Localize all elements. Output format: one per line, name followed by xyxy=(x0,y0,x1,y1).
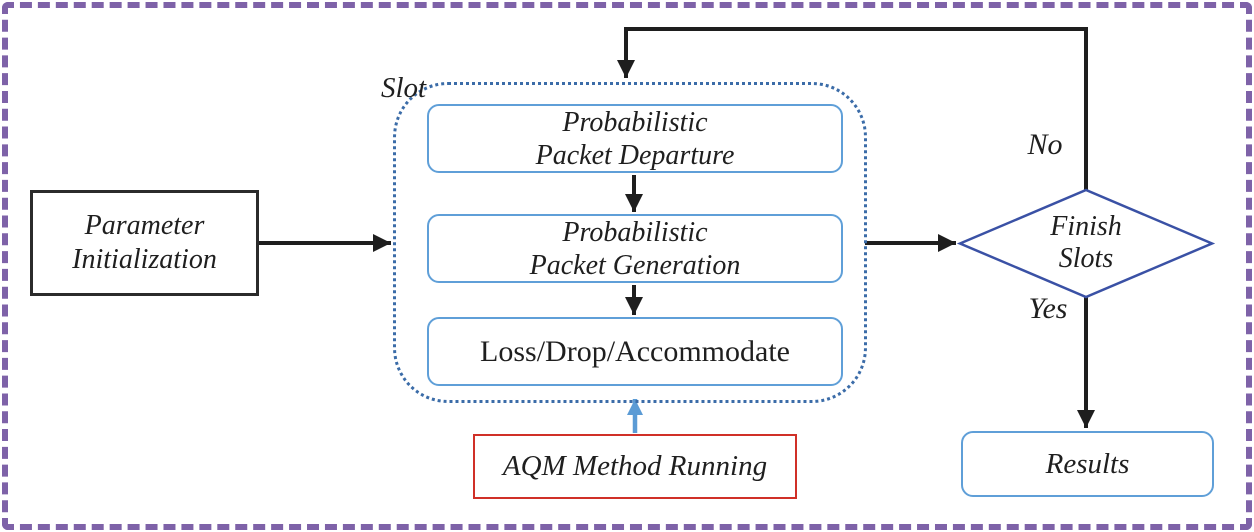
probabilistic-packet-departure-box: Probabilistic Packet Departure xyxy=(427,104,843,173)
parameter-initialization-line2: Initialization xyxy=(72,244,217,275)
aqm-method-running-box: AQM Method Running xyxy=(473,434,797,499)
finish-slots-line1: Finish xyxy=(1050,211,1122,242)
packet-generation-line2: Packet Generation xyxy=(529,249,741,281)
aqm-method-running-label: AQM Method Running xyxy=(502,450,768,482)
parameter-initialization-box: Parameter Initialization xyxy=(30,190,259,296)
parameter-initialization-line1: Parameter xyxy=(84,210,205,241)
yes-edge-label: Yes xyxy=(1028,292,1068,325)
finish-slots-decision-label: Finish Slots xyxy=(1006,211,1166,275)
results-box: Results xyxy=(961,431,1214,497)
loss-drop-accommodate-box: Loss/Drop/Accommodate xyxy=(427,317,843,386)
probabilistic-packet-generation-box: Probabilistic Packet Generation xyxy=(427,214,843,283)
packet-generation-line1: Probabilistic xyxy=(562,216,708,248)
packet-departure-line1: Probabilistic xyxy=(562,106,708,138)
packet-departure-line2: Packet Departure xyxy=(535,139,735,171)
slot-label: Slot xyxy=(381,72,427,104)
results-label: Results xyxy=(1045,447,1130,480)
loss-drop-accommodate-label: Loss/Drop/Accommodate xyxy=(480,335,790,368)
arrow-no-loop xyxy=(617,27,1088,191)
decision-diamond xyxy=(956,188,1216,299)
finish-slots-line2: Slots xyxy=(1058,243,1114,274)
no-edge-label: No xyxy=(1027,128,1063,161)
